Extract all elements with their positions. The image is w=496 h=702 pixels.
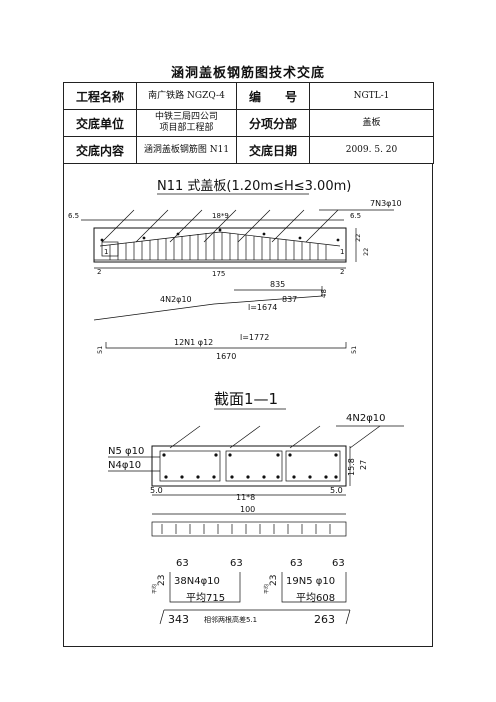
label-1-right: 1 (340, 248, 344, 256)
rebar-drawing: N11 式盖板(1.20m≤H≤3.00m) 7N3φ10 6.5 6.5 18… (68, 179, 404, 626)
label-19n5: 19N5 φ10 (286, 576, 335, 587)
label-4n2: 4N2φ10 (160, 295, 192, 304)
section-top-leaders (169, 425, 381, 449)
label-2-right: 2 (340, 268, 344, 276)
dim-1670: 1670 (216, 352, 236, 361)
document-title: 涵洞盖板钢筋图技术交底 (170, 66, 325, 81)
subproject-value: 盖板 (309, 109, 434, 137)
section-marker-box (101, 241, 119, 257)
unit-value: 中铁三局四公司 项目部工程部 (136, 109, 237, 137)
slab-outline (93, 227, 347, 263)
n5-stirrup-shape (281, 572, 347, 603)
bottom-dim-slant-left (159, 609, 165, 625)
side-note-a: 平均 (151, 584, 158, 594)
side-note-b: 平均 (263, 584, 270, 594)
section-outline (151, 445, 347, 487)
drawing-area: N11 式盖板(1.20m≤H≤3.00m) 7N3φ10 6.5 6.5 18… (63, 164, 433, 647)
slab-top-rebar-curve (99, 231, 341, 247)
label-1-left: 1 (104, 248, 108, 256)
subproject-label: 分项分部 (236, 109, 310, 137)
dim-63-2: 63 (230, 558, 243, 569)
l-1674: l=1674 (248, 303, 277, 312)
date-label: 交底日期 (236, 136, 310, 164)
slab-vertical-stirrups (109, 232, 327, 260)
project-name-label: 工程名称 (63, 82, 137, 110)
stirrup-box-1 (159, 450, 221, 482)
label-38n4: 38N4φ10 (174, 576, 220, 587)
code-label: 编 号 (236, 82, 310, 110)
label-12n1: 12N1 φ12 (174, 338, 213, 347)
unit-value-line1: 中铁三局四公司 (154, 112, 218, 122)
dim-263: 263 (314, 613, 335, 626)
unit-value-line2: 项目部工程部 (159, 123, 214, 133)
n4-stirrup-shape (169, 572, 241, 603)
label-n5: N5 φ10 (108, 446, 144, 457)
dim-343: 343 (168, 613, 189, 626)
label-4n2-section: 4N2φ10 (346, 413, 386, 424)
l-1772: l=1772 (240, 333, 269, 342)
dim-48: 48 (320, 289, 328, 298)
dim-22-b: 22 (362, 248, 370, 256)
plan-title: N11 式盖板(1.20m≤H≤3.00m) (157, 179, 351, 194)
avg-715: 平均715 (186, 592, 225, 604)
label-diff: 相邻两根高差5.1 (204, 615, 257, 624)
label-2-left: 2 (97, 268, 101, 276)
avg-608: 平均608 (296, 592, 335, 604)
header-row-2: 交底单位 中铁三局四公司 项目部工程部 分项分部 盖板 (63, 109, 434, 137)
slab-rebar-dots (100, 228, 340, 242)
tick-strip-marks (161, 524, 331, 534)
dim-51-right: 51 (350, 346, 358, 354)
dim-23-b: 23 (269, 575, 279, 586)
header-row-1: 工程名称 南广铁路 NGZQ-4 编 号 NGTL-1 (63, 82, 434, 110)
dim-22-a: 22 (354, 234, 362, 242)
code-value: NGTL-1 (309, 82, 434, 110)
tick-strip (151, 521, 347, 537)
label-7n3: 7N3φ10 (370, 199, 402, 208)
header-table: 工程名称 南广铁路 NGZQ-4 编 号 NGTL-1 交底单位 中铁三局四公司… (63, 82, 434, 164)
dim-100: 100 (240, 505, 255, 514)
label-n4: N4φ10 (108, 460, 141, 471)
section-rebar-dots (162, 453, 338, 479)
section-title: 截面1—1 (214, 390, 278, 408)
dim-18x9: 18*9 (212, 212, 229, 220)
unit-label: 交底单位 (63, 109, 137, 137)
header-row-3: 交底内容 涵洞盖板钢筋图 N11 交底日期 2009. 5. 20 (63, 136, 434, 164)
stirrup-leaders (101, 209, 339, 243)
dim-837: 837 (282, 295, 297, 304)
dim-11x8: 11*8 (236, 493, 255, 502)
dim-63-1: 63 (176, 558, 189, 569)
dim-51-left: 51 (96, 346, 104, 354)
date-value: 2009. 5. 20 (309, 136, 434, 164)
content-label: 交底内容 (63, 136, 137, 164)
stirrup-box-3 (285, 450, 341, 482)
bottom-dim-slant-right (345, 609, 351, 625)
project-name-value: 南广铁路 NGZQ-4 (136, 82, 237, 110)
dim-835: 835 (270, 280, 285, 289)
dim-63-3: 63 (290, 558, 303, 569)
dim-63-4: 63 (332, 558, 345, 569)
dim-23-a: 23 (157, 575, 167, 586)
dim-5-0-right: 5.0 (330, 486, 343, 495)
dim-27: 27 (359, 460, 368, 470)
n2-bent-bar (93, 295, 323, 321)
n1-straight-bar (105, 342, 347, 349)
stirrup-box-2 (225, 450, 283, 482)
dim-175: 175 (212, 270, 225, 278)
content-value: 涵洞盖板钢筋图 N11 (136, 136, 237, 164)
dim-6-5-right: 6.5 (350, 212, 361, 220)
dim-5-0-left: 5.0 (150, 486, 163, 495)
dim-6-5-left: 6.5 (68, 212, 79, 220)
dim-15-8: 15.8 (347, 458, 356, 476)
